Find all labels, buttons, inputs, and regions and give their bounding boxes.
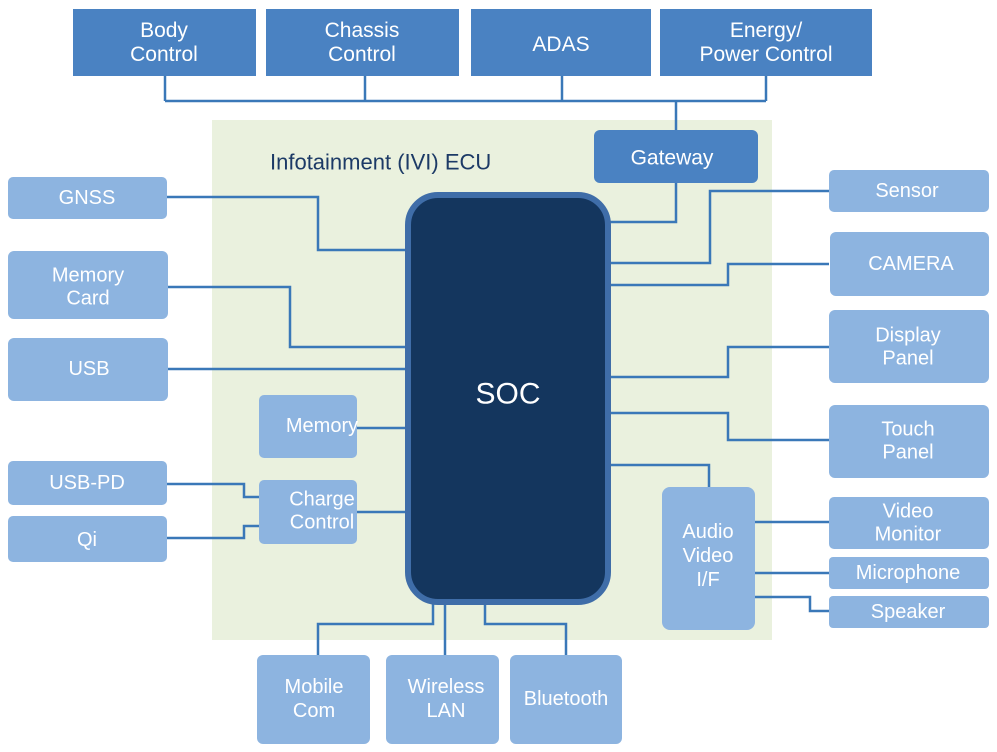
label-line: Memory — [52, 265, 124, 287]
camera-box — [830, 232, 989, 296]
label-line: I/F — [696, 569, 719, 591]
label-line: Power Control — [699, 43, 832, 66]
label-line: USB-PD — [49, 472, 125, 494]
label-line: Bluetooth — [524, 688, 609, 710]
ecu-title: Infotainment (IVI) ECU — [270, 150, 491, 175]
label-line: Card — [66, 288, 109, 310]
mobile-com-box — [257, 655, 370, 744]
usb-box — [8, 338, 168, 401]
label-line: Mobile — [285, 676, 344, 698]
adas-box — [471, 9, 651, 76]
label-line: Chassis — [325, 19, 400, 42]
microphone-box — [829, 557, 989, 589]
usb-pd-box — [8, 461, 167, 505]
label-line: Sensor — [875, 180, 939, 202]
energy-power-control-box — [660, 9, 872, 76]
label-line: Control — [328, 43, 396, 66]
label-line: GNSS — [59, 187, 116, 209]
video-monitor-box — [829, 497, 989, 549]
label-line: Memory — [286, 415, 358, 437]
gnss-label: GNSS — [59, 187, 116, 209]
audio-video-if-box — [662, 487, 755, 630]
connections — [163, 76, 829, 655]
energy-power-control-label: Energy/Power Control — [699, 19, 832, 66]
label-line: USB — [68, 358, 109, 380]
speaker-label: Speaker — [871, 601, 946, 623]
label-line: Video — [883, 501, 934, 523]
qi-label: Qi — [77, 529, 97, 551]
label-line: Com — [293, 700, 335, 722]
label-line: Video — [683, 545, 734, 567]
label-line: Control — [130, 43, 198, 66]
memory-card-box — [8, 251, 168, 319]
camera-label: CAMERA — [868, 253, 954, 275]
bluetooth-box — [510, 655, 622, 744]
qi-box — [8, 516, 167, 562]
gnss-box — [8, 177, 167, 219]
label-line: Microphone — [856, 562, 961, 584]
label-line: Control — [290, 512, 354, 534]
label-line: Energy/ — [730, 19, 803, 42]
label-line: ADAS — [532, 33, 589, 56]
gateway-box — [594, 130, 758, 183]
display-panel-box — [829, 310, 989, 383]
memory-box — [259, 395, 357, 458]
label-line: CAMERA — [868, 253, 954, 275]
label-line: Speaker — [871, 601, 946, 623]
touch-panel-box — [829, 405, 989, 478]
memory-label: Memory — [286, 415, 358, 437]
label-line: Panel — [882, 442, 933, 464]
usb-label: USB — [68, 358, 109, 380]
label-line: Display — [875, 325, 941, 347]
sensor-label: Sensor — [875, 180, 939, 202]
soc-label: SOC — [475, 378, 540, 411]
label-line: Touch — [881, 419, 934, 441]
label-line: Qi — [77, 529, 97, 551]
speaker-box — [829, 596, 989, 628]
label-line: Audio — [682, 521, 733, 543]
label-line: LAN — [427, 700, 466, 722]
label-line: Monitor — [875, 524, 942, 546]
label-line: Panel — [882, 348, 933, 370]
sensor-box — [829, 170, 989, 212]
bluetooth-label: Bluetooth — [524, 688, 609, 710]
chassis-control-box — [266, 9, 459, 76]
gateway-label: Gateway — [631, 147, 714, 170]
body-control-box — [73, 9, 256, 76]
adas-label: ADAS — [532, 33, 589, 56]
label-line: Charge — [289, 489, 355, 511]
usb-pd-label: USB-PD — [49, 472, 125, 494]
microphone-label: Microphone — [856, 562, 961, 584]
label-line: Wireless — [408, 676, 485, 698]
wireless-lan-box — [386, 655, 499, 744]
soc-block — [405, 192, 611, 605]
label-line: Body — [140, 19, 188, 42]
charge-control-box — [259, 480, 357, 544]
